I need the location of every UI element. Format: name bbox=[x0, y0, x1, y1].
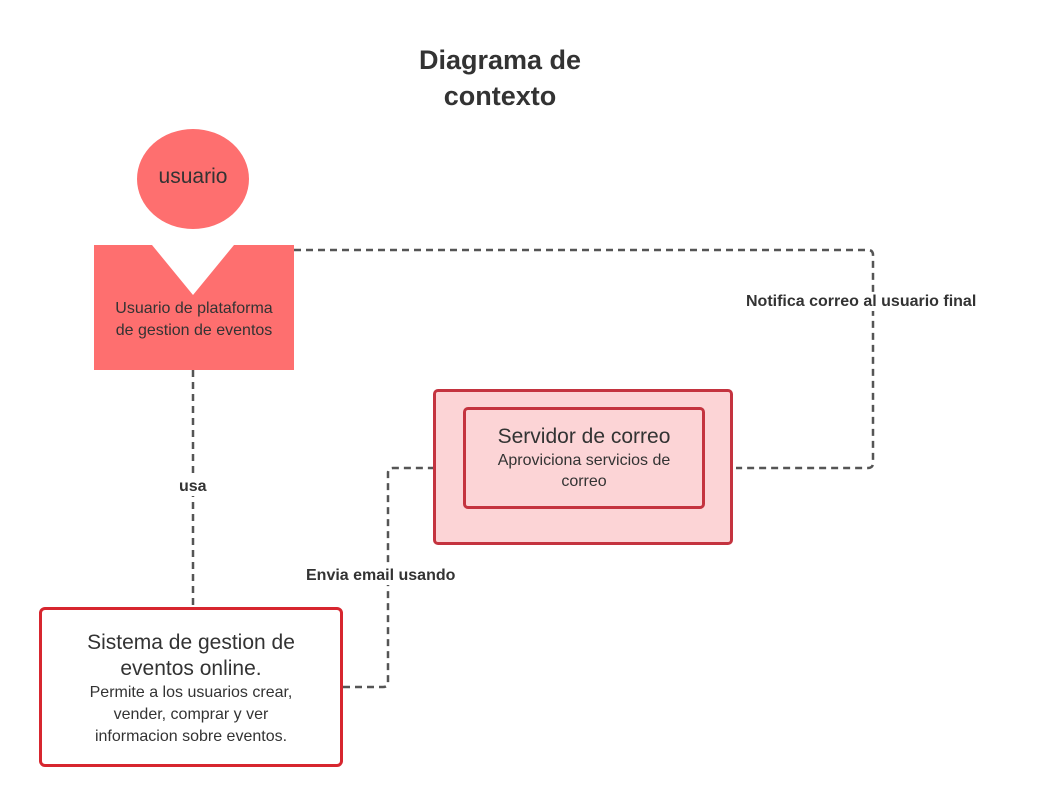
event-system-desc-line1: Permite a los usuarios crear, bbox=[89, 684, 293, 701]
diagram-title-line2: contexto bbox=[443, 81, 557, 111]
mail-server-desc-line2: correo bbox=[561, 473, 607, 490]
event-system-desc-line2: vender, comprar y ver bbox=[113, 706, 269, 723]
event-system-title-line1: Sistema de gestion de bbox=[87, 631, 295, 654]
event-system-title-line2: eventos online. bbox=[120, 657, 262, 680]
actor-body-line1: Usuario de plataforma bbox=[115, 300, 273, 317]
edge-label-uses: usa bbox=[177, 478, 209, 496]
connector-notify[interactable] bbox=[294, 248, 875, 470]
actor-body-shape[interactable] bbox=[94, 245, 294, 370]
actor-head-label: usuario bbox=[158, 165, 228, 188]
mail-server-box[interactable]: Servidor de correo Aproviciona servicios… bbox=[463, 407, 705, 509]
event-system-box[interactable]: Sistema de gestion de eventos online. Pe… bbox=[39, 607, 343, 767]
mail-server-desc-line1: Aproviciona servicios de bbox=[497, 452, 671, 469]
diagram-title-line1: Diagrama de bbox=[418, 45, 582, 75]
mail-server-title: Servidor de correo bbox=[497, 425, 671, 448]
edge-label-send: Envia email usando bbox=[304, 567, 458, 585]
diagram-title: Diagrama de contexto bbox=[380, 42, 620, 114]
actor-body-label: Usuario de plataforma de gestion de even… bbox=[94, 298, 294, 342]
connector-send[interactable] bbox=[343, 466, 433, 689]
edge-label-notify: Notifica correo al usuario final bbox=[744, 293, 979, 311]
actor-head-shape[interactable] bbox=[137, 129, 249, 229]
actor-body-line2: de gestion de eventos bbox=[115, 322, 273, 339]
event-system-desc-line3: informacion sobre eventos. bbox=[94, 728, 288, 745]
